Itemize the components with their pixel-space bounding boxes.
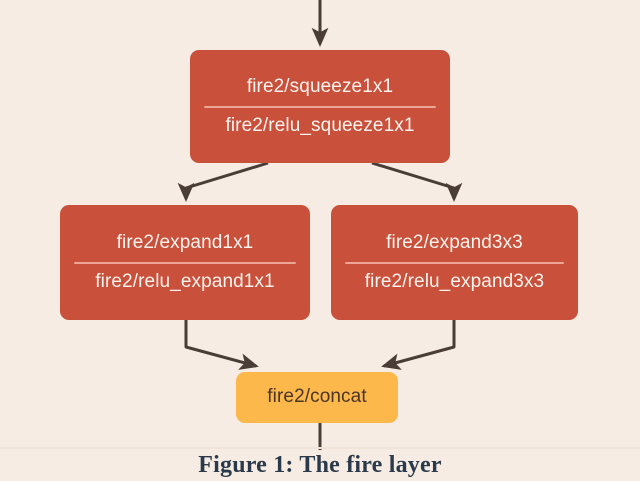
node-squeeze[interactable]: fire2/squeeze1x1 fire2/relu_squeeze1x1: [190, 50, 450, 163]
node-expand3x3-op-label: fire2/expand3x3: [386, 232, 523, 254]
edge-squeeze-to-expand1x1: [177, 161, 269, 202]
node-expand3x3-activation-label: fire2/relu_expand3x3: [364, 270, 545, 292]
edge-expand1x1-to-concat: [184, 320, 259, 370]
caption-rule: [0, 447, 640, 449]
edge-squeeze-to-expand3x3: [371, 161, 463, 202]
node-concat[interactable]: fire2/concat: [236, 372, 398, 423]
figure-caption: Figure 1: The fire layer: [198, 452, 442, 478]
node-expand1x1-op-label: fire2/expand1x1: [116, 232, 254, 254]
node-expand1x1[interactable]: fire2/expand1x1 fire2/relu_expand1x1: [60, 205, 310, 320]
node-expand3x3[interactable]: fire2/expand3x3 fire2/relu_expand3x3: [331, 205, 578, 320]
node-expand1x1-divider: [74, 261, 296, 264]
node-squeeze-activation-label: fire2/relu_squeeze1x1: [225, 114, 415, 136]
node-squeeze-op-label: fire2/squeeze1x1: [246, 76, 394, 98]
edge-expand3x3-to-concat: [381, 320, 456, 370]
node-expand1x1-activation-label: fire2/relu_expand1x1: [95, 270, 275, 292]
node-expand3x3-divider: [345, 261, 564, 264]
node-concat-op-label: fire2/concat: [267, 386, 367, 408]
node-squeeze-divider: [204, 105, 436, 108]
